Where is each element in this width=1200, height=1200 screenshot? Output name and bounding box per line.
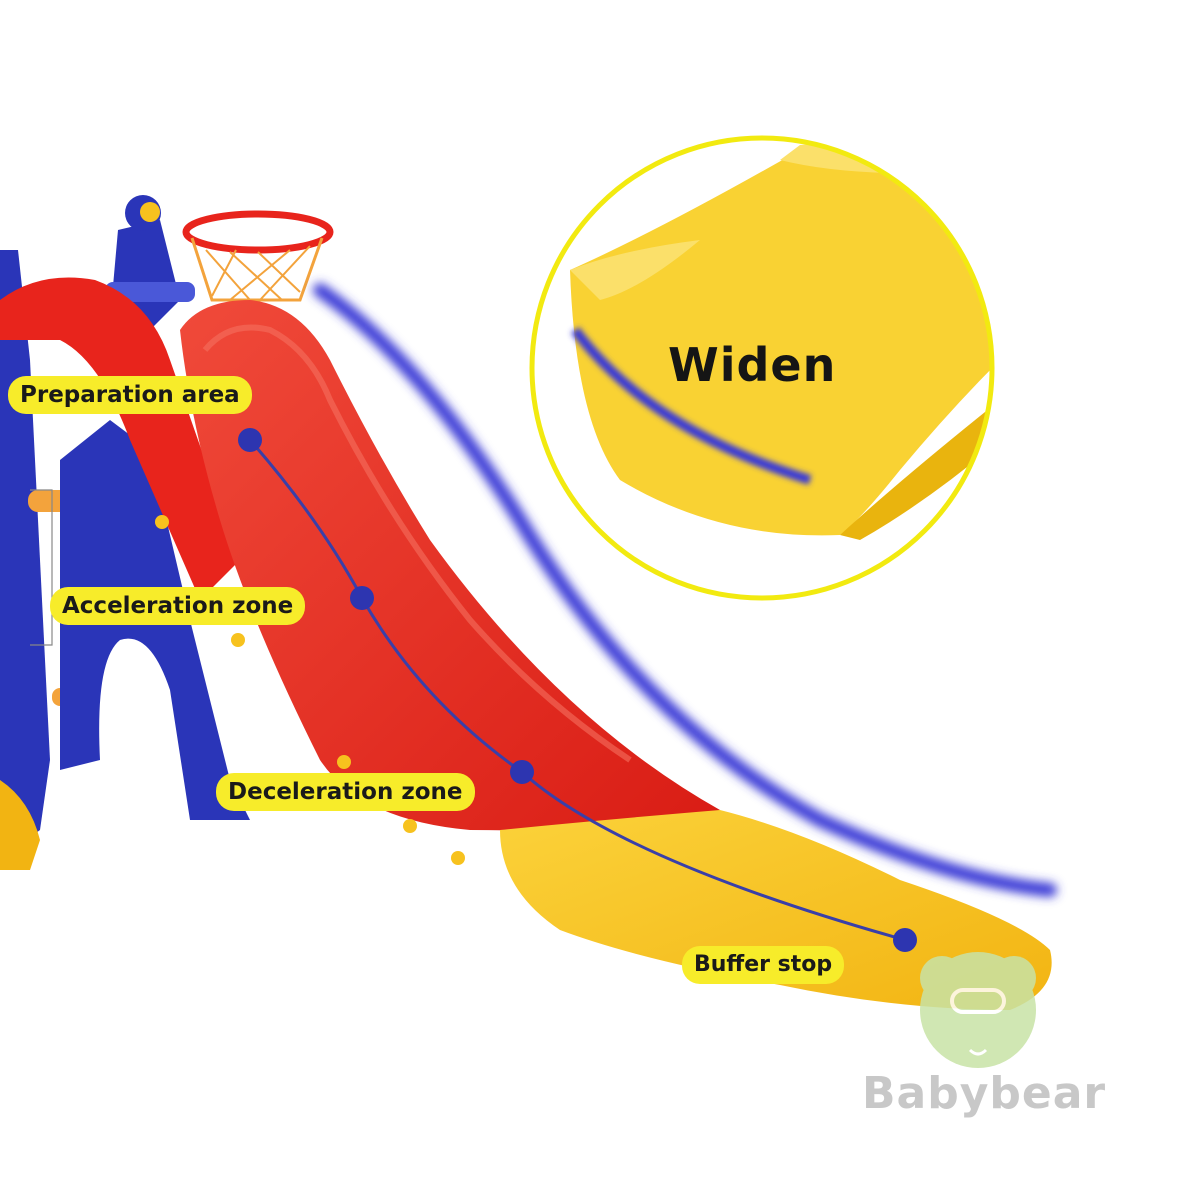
basketball-hoop — [182, 210, 334, 302]
label-acceleration-zone: Acceleration zone — [50, 587, 306, 625]
guide-bracket — [30, 489, 53, 646]
label-deceleration-zone: Deceleration zone — [216, 773, 475, 811]
yellow-runout — [500, 810, 1052, 1010]
widen-text: Widen — [668, 338, 837, 392]
bear-logo — [920, 952, 1036, 1068]
label-buffer-stop: Buffer stop — [682, 946, 845, 984]
marker-acceleration — [350, 586, 374, 610]
zoom-detail — [529, 135, 995, 601]
back-panel — [0, 277, 240, 600]
zoom-outline — [529, 135, 995, 601]
marker-preparation — [238, 428, 262, 452]
path-line — [248, 439, 906, 942]
marker-buffer — [893, 928, 917, 952]
red-slide — [180, 300, 720, 840]
slide-dots — [155, 515, 465, 865]
marker-deceleration — [510, 760, 534, 784]
motion-streak — [313, 283, 1057, 897]
brand-watermark: Babybear — [862, 1068, 1107, 1119]
label-preparation-area: Preparation area — [8, 376, 252, 414]
